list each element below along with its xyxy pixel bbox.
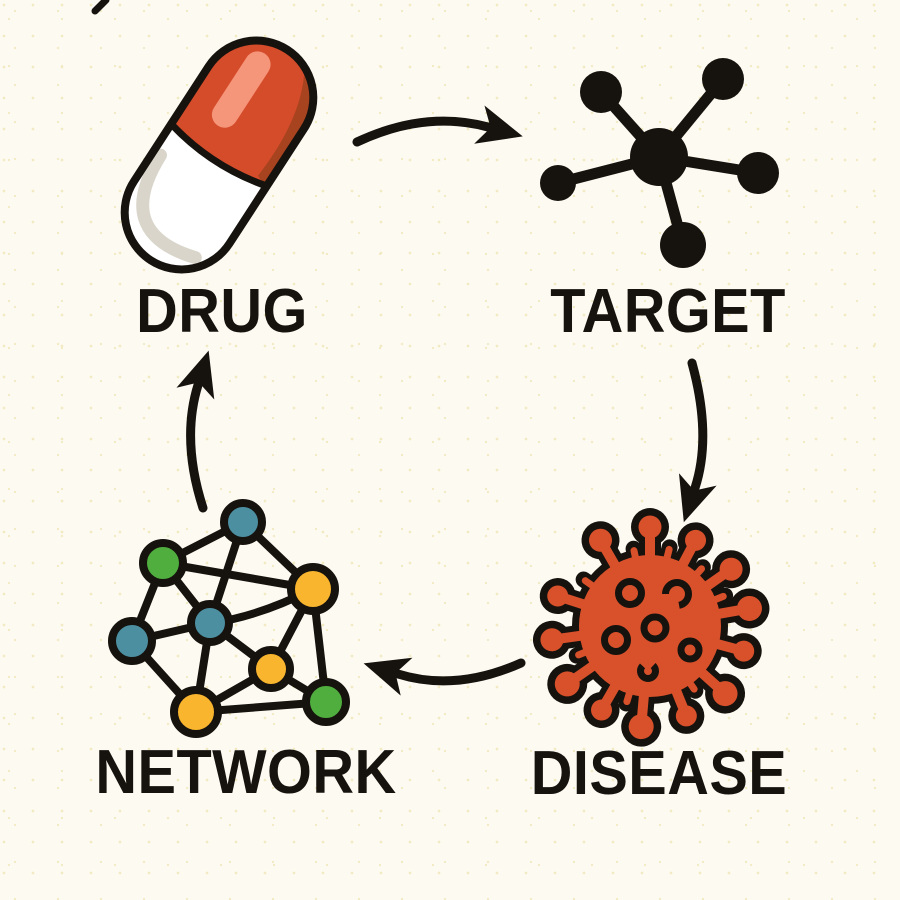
network-node: [187, 600, 233, 646]
network-node: [220, 499, 266, 545]
molecule-icon: [540, 58, 779, 268]
pill-highlight: [211, 51, 271, 128]
arrow-drug-to-target: [352, 105, 523, 147]
molecule-node: [660, 222, 706, 268]
network-label: NETWORK: [95, 738, 397, 807]
pill-divider: [168, 121, 268, 190]
network-node: [170, 686, 222, 738]
molecule-node: [580, 71, 622, 113]
target-label: TARGET: [550, 277, 786, 346]
network-node: [108, 617, 156, 665]
pill-outline: [120, 36, 318, 274]
molecule-center-node: [630, 128, 688, 186]
disease-label: DISEASE: [530, 739, 788, 808]
molecule-node: [737, 152, 779, 194]
pill-icon: [120, 36, 318, 274]
stray-mark: [91, 0, 110, 15]
pill-white-shade: [136, 148, 202, 265]
network-node: [139, 539, 187, 587]
network-node: [248, 646, 294, 692]
molecule-node: [702, 58, 744, 100]
arrow-target-to-disease: [678, 358, 717, 523]
network-node: [287, 563, 339, 615]
molecule-node: [540, 165, 576, 201]
arrow-network-to-drug: [176, 350, 215, 513]
network-node: [302, 678, 350, 726]
arrow-disease-to-network: [363, 657, 526, 696]
virus-icon: [532, 508, 770, 747]
drug-label: DRUG: [136, 277, 308, 346]
network-graph-icon: [108, 499, 350, 738]
virus-pores: [601, 578, 703, 682]
